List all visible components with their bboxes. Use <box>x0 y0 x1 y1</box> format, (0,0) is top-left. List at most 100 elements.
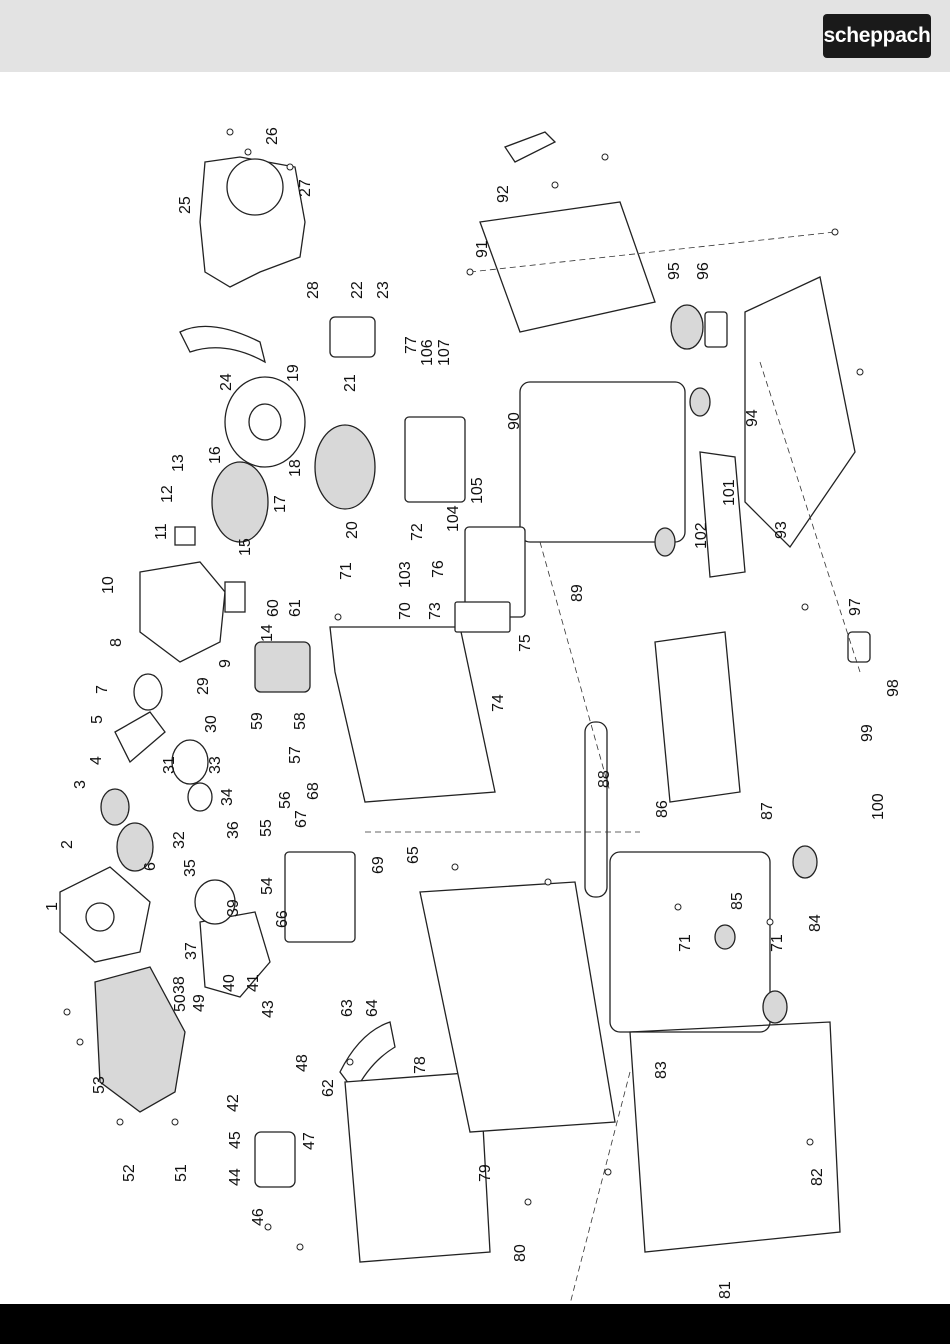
callout-24: 24 <box>218 373 235 391</box>
callout-39: 39 <box>225 899 242 917</box>
callout-75: 75 <box>517 634 534 652</box>
callout-7: 7 <box>94 685 111 694</box>
callout-43: 43 <box>260 1000 277 1018</box>
callout-13: 13 <box>170 454 187 472</box>
callout-85: 85 <box>729 892 746 910</box>
callout-46: 46 <box>250 1208 267 1226</box>
callout-74: 74 <box>490 694 507 712</box>
callout-16: 16 <box>207 446 224 464</box>
callout-11: 11 <box>153 523 170 540</box>
callout-2: 2 <box>59 840 76 849</box>
callout-52: 52 <box>121 1164 138 1182</box>
callout-18: 18 <box>287 459 304 477</box>
callout-82: 82 <box>809 1168 826 1186</box>
callout-77: 77 <box>403 336 420 354</box>
callout-22: 22 <box>349 281 366 299</box>
callout-35: 35 <box>182 859 199 877</box>
callout-25: 25 <box>177 196 194 214</box>
callout-23: 23 <box>375 281 392 299</box>
assembly-guide-lines <box>365 231 861 1304</box>
callout-61: 61 <box>287 599 304 617</box>
callout-34: 34 <box>219 788 236 806</box>
callout-69: 69 <box>370 856 387 874</box>
callout-50: 50 <box>172 994 189 1012</box>
callout-97: 97 <box>847 598 864 616</box>
brand-logo: scheppach <box>823 14 931 58</box>
callout-88: 88 <box>596 770 613 788</box>
callout-12: 12 <box>159 485 176 503</box>
callout-96: 96 <box>695 262 712 280</box>
callout-4: 4 <box>88 756 105 765</box>
callout-70: 70 <box>397 602 414 620</box>
callout-105: 105 <box>469 477 486 504</box>
callout-45: 45 <box>227 1131 244 1149</box>
callout-1: 1 <box>44 902 61 911</box>
callout-103: 103 <box>397 561 414 588</box>
callout-26: 26 <box>264 127 281 145</box>
callout-101: 101 <box>721 479 738 506</box>
callout-91: 91 <box>474 240 491 258</box>
callout-32: 32 <box>171 831 188 849</box>
callout-55: 55 <box>258 819 275 837</box>
part-shapes <box>59 131 871 1263</box>
callout-99: 99 <box>859 724 876 742</box>
footer-bar <box>0 1304 950 1344</box>
callout-73: 73 <box>427 602 444 620</box>
callout-94: 94 <box>744 409 761 427</box>
callout-37: 37 <box>183 942 200 960</box>
callout-27: 27 <box>297 179 314 197</box>
callout-65: 65 <box>405 846 422 864</box>
callout-47: 47 <box>301 1132 318 1150</box>
callout-40: 40 <box>221 974 238 992</box>
callout-86: 86 <box>654 800 671 818</box>
callout-33: 33 <box>207 756 224 774</box>
callout-68: 68 <box>305 782 322 800</box>
callout-106: 106 <box>419 339 436 366</box>
callout-3: 3 <box>72 780 89 789</box>
callout-93: 93 <box>773 521 790 539</box>
callout-51: 51 <box>173 1164 190 1182</box>
callout-84: 84 <box>807 914 824 932</box>
callout-36: 36 <box>225 821 242 839</box>
callout-42: 42 <box>225 1094 242 1112</box>
screw-markers <box>63 128 864 1251</box>
callout-17: 17 <box>272 495 289 513</box>
callout-53: 53 <box>91 1076 108 1094</box>
callout-67: 67 <box>293 810 310 828</box>
callout-6: 6 <box>142 862 159 871</box>
callout-44: 44 <box>227 1168 244 1186</box>
diagram-canvas: 1 2 3 4 5 6 7 8 9 10 11 12 13 14 15 16 1… <box>44 127 902 1304</box>
callout-62: 62 <box>320 1079 337 1097</box>
callout-14: 14 <box>259 624 276 642</box>
callout-89: 89 <box>569 584 586 602</box>
callout-38: 38 <box>171 976 188 994</box>
callout-10: 10 <box>100 576 117 594</box>
callout-41: 41 <box>245 974 262 992</box>
header-bar <box>0 0 950 72</box>
exploded-parts-diagram: 1 2 3 4 5 6 7 8 9 10 11 12 13 14 15 16 1… <box>0 72 950 1304</box>
callout-64: 64 <box>364 999 381 1017</box>
callout-9: 9 <box>217 659 234 668</box>
callout-80: 80 <box>512 1244 529 1262</box>
callout-5: 5 <box>89 715 106 724</box>
callout-100: 100 <box>870 793 887 820</box>
callout-83: 83 <box>653 1061 670 1079</box>
callout-28: 28 <box>305 281 322 299</box>
callout-66: 66 <box>274 910 291 928</box>
callout-79: 79 <box>477 1164 494 1182</box>
callout-60: 60 <box>265 599 282 617</box>
callout-30: 30 <box>203 715 220 733</box>
callout-92: 92 <box>495 185 512 203</box>
callout-71a: 71 <box>338 562 355 580</box>
callout-31: 31 <box>161 756 178 774</box>
callout-102: 102 <box>693 522 710 549</box>
callout-72: 72 <box>409 523 426 541</box>
callout-95: 95 <box>666 262 683 280</box>
callout-57: 57 <box>287 746 304 764</box>
callout-56: 56 <box>277 791 294 809</box>
callout-15: 15 <box>237 538 254 556</box>
callout-29: 29 <box>195 677 212 695</box>
callout-78: 78 <box>412 1056 429 1074</box>
brand-logo-text: scheppach <box>823 24 931 47</box>
callout-8: 8 <box>108 638 125 647</box>
